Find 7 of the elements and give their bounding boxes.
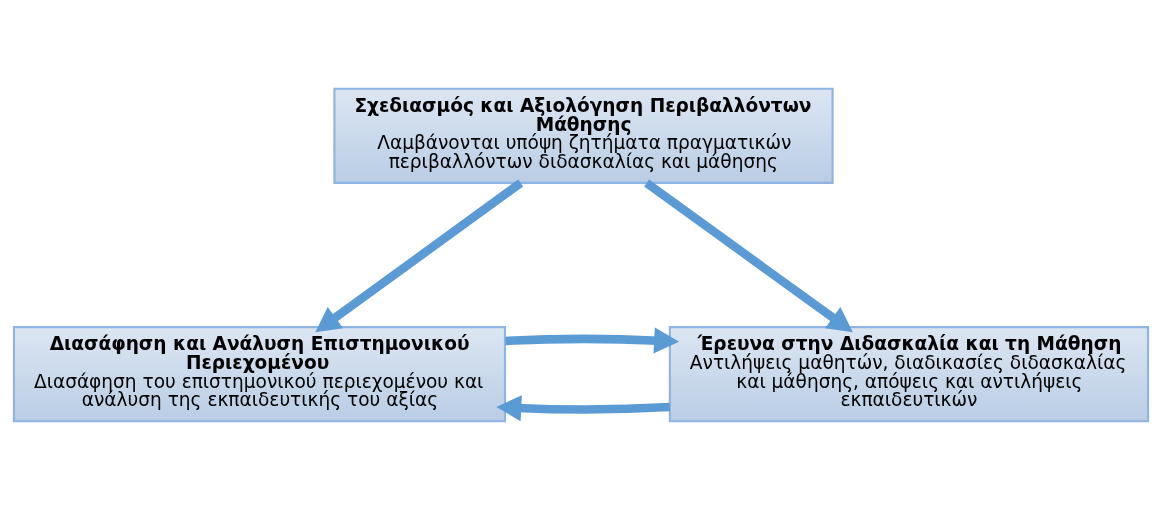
node-box: Έρευνα στην Διδασκαλία και τη Μάθηση Αντιλήψεις μαθητών, διαδικασίες διδασκαλίας και μάθησης, απόψεις και αντιλήψεις εκπαιδευτικών [668,326,1150,423]
arrow [315,179,524,333]
arrow [505,327,679,354]
arrow [644,179,853,333]
node-box: Σχεδιασμός και Αξιολόγηση Περιβαλλόντων Μάθησης Λαμβάνονται υπόψη ζητήματα πραγματικών περιβαλλόντων διδασκαλίας και μάθησης [333,87,834,184]
node-box: Διασάφηση και Ανάλυση Επιστημονικού Περιεχομένου Διασάφηση του επιστημονικού περιεχομένου και ανάλυση της εκπαιδευτικής του αξίας [12,326,507,423]
arrow [496,395,671,422]
